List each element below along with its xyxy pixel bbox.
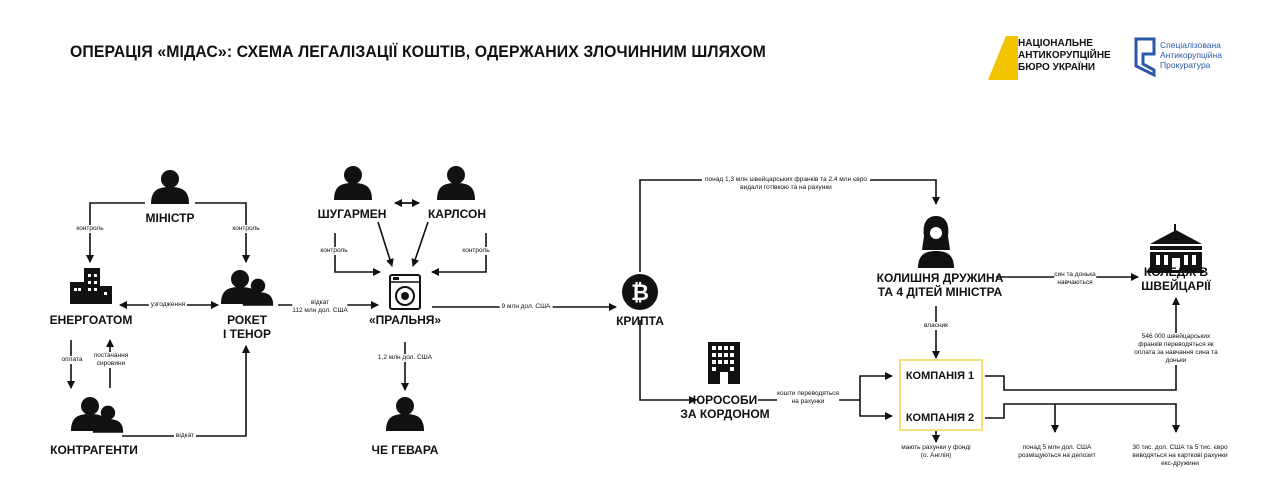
edge-label-top: понад 1,3 млн швейцарських франків та 2,… — [702, 176, 870, 192]
contractors-label: КОНТРАГЕНТИ — [50, 443, 138, 457]
company2-label: КОМПАНІЯ 2 — [905, 412, 975, 424]
edge-companies-card — [985, 403, 1180, 433]
sap-logo-text: Спеціалізована Антикорупційна Прокуратур… — [1160, 40, 1222, 70]
rocket-two-person-icon — [221, 270, 274, 306]
carlson-person-icon — [437, 166, 475, 200]
edge-label-owner: власник — [923, 322, 949, 330]
laundry-label: «ПРАЛЬНЯ» — [368, 313, 442, 327]
sugarman-person-icon — [334, 166, 372, 200]
contractors-two-person-icon — [71, 397, 124, 433]
energoatom-label: ЕНЕРГОАТОМ — [49, 313, 133, 327]
company1-label: КОМПАНІЯ 1 — [905, 370, 975, 382]
laundry-washing-machine-icon — [389, 274, 421, 310]
edge-minister-energoatom — [86, 202, 145, 263]
che-label: ЧЕ ГЕВАРА — [371, 443, 439, 457]
edge-label-kickback: відкат — [173, 432, 197, 440]
crypto-label: КРИПТА — [616, 314, 664, 328]
nabu-logo-text: НАЦІОНАЛЬНЕ АНТИКОРУПЦІЙНЕ БЮРО УКРАЇНИ — [1018, 38, 1111, 73]
edge-label-control-energoatom: контроль — [76, 225, 104, 233]
edge-label-bills: оплата — [61, 356, 83, 364]
crypto-bitcoin-icon: ₿ — [622, 274, 658, 310]
page-title: ОПЕРАЦІЯ «МІДАС»: СХЕМА ЛЕГАЛІЗАЦІЇ КОШТ… — [70, 42, 766, 61]
edge-label-che-amount: 1,2 млн дол. США — [377, 354, 433, 362]
edge-label-deposit: понад 5 млн дол. США розміщуються на деп… — [1018, 444, 1096, 459]
edge-crypto-wife — [639, 179, 940, 272]
jurosoby-office-building-icon — [708, 342, 740, 384]
sugarman-label: ШУГАРМЕН — [317, 207, 387, 221]
edge-label-control-rocket: контроль — [232, 225, 260, 233]
wife-woman-icon — [918, 216, 954, 268]
edge-label-crypto-amount: 9 млн дол. США — [499, 303, 553, 311]
nabu-logo-icon — [988, 36, 1018, 80]
edge-minister-rocket — [195, 202, 250, 263]
edge-crypto-jurosoby — [639, 320, 697, 404]
energoatom-building-icon — [70, 268, 112, 304]
minister-label: МІНІСТР — [145, 211, 195, 225]
svg-text:₿: ₿ — [631, 281, 649, 306]
edge-sugarman-control — [334, 233, 381, 276]
carlson-label: КАРЛСОН — [427, 207, 487, 221]
edge-carlson-laundry — [411, 221, 429, 267]
edge-carlson-control — [431, 233, 487, 276]
edge-label-control-carlson: контроль — [462, 247, 490, 255]
edge-label-fund: мають рахунки у фонді(о. Англія) — [901, 444, 971, 459]
companies-box — [899, 359, 983, 431]
che-person-icon — [386, 397, 424, 431]
edge-label-card: 30 тис. дол. США та 5 тис. євро виводять… — [1132, 444, 1228, 467]
sap-logo-icon — [1134, 37, 1156, 78]
edge-label-coordination: узгодження — [148, 301, 188, 309]
college-building-icon — [1148, 224, 1204, 273]
minister-person-icon — [151, 170, 189, 204]
edge-label-control-sugarman: контроль — [320, 247, 348, 255]
edge-contractors-rocket — [122, 345, 250, 437]
edge-sugarman-laundry — [377, 221, 394, 267]
edge-label-tuition: 546 000 швейцарських франків переводятьс… — [1133, 333, 1219, 365]
